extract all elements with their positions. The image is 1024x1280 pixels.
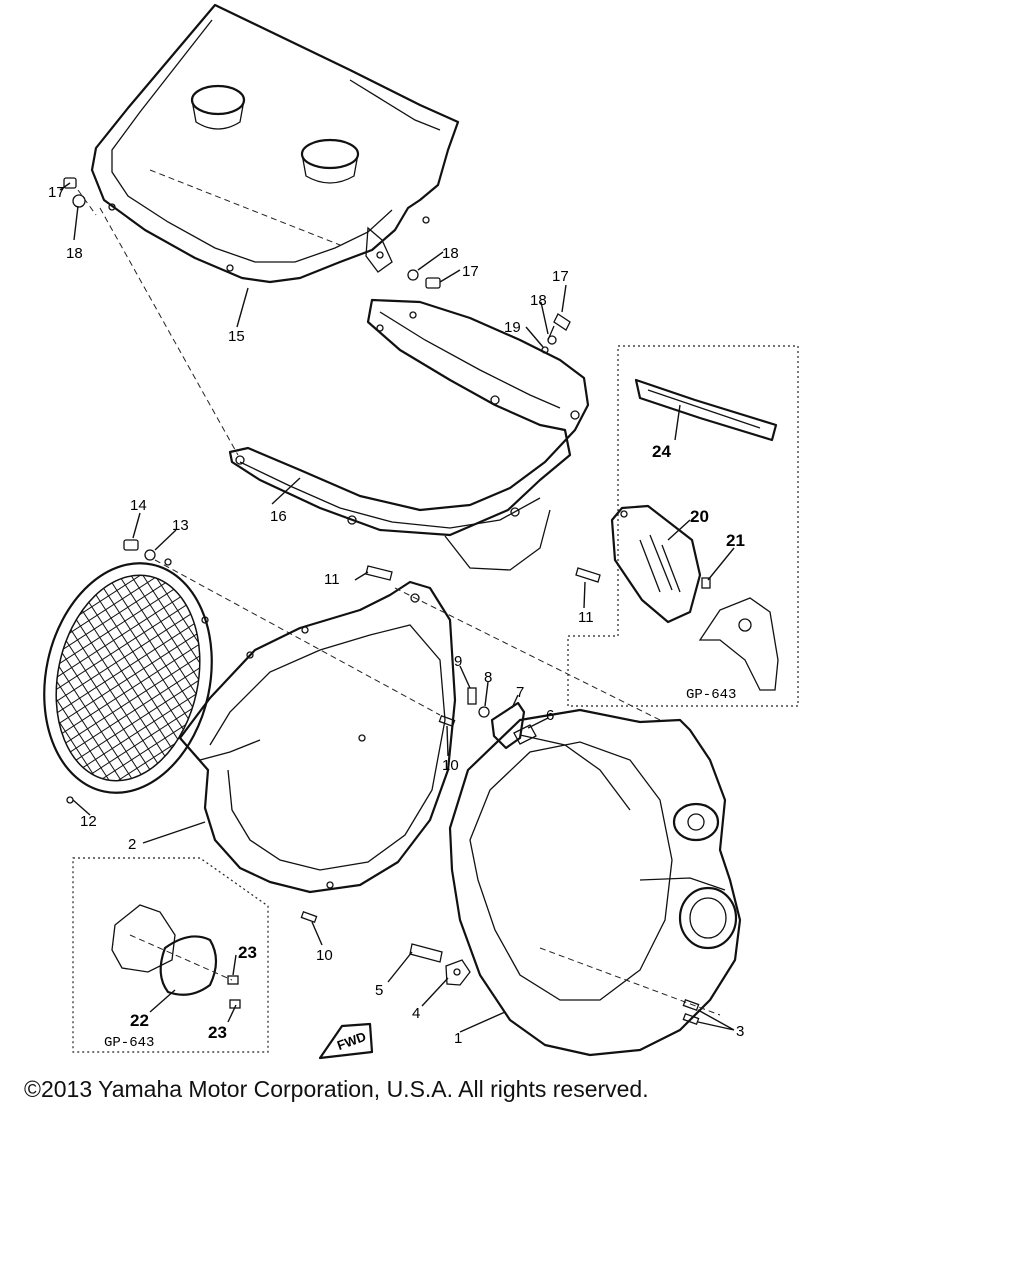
callout-2: 2 (128, 836, 136, 853)
callout-5: 5 (375, 982, 383, 999)
callout-18: 18 (66, 245, 83, 262)
callout-15: 15 (228, 328, 245, 345)
fastener-13-14 (123, 539, 441, 716)
callout-22: 22 (130, 1011, 149, 1030)
fasteners-4-5 (409, 943, 471, 986)
part-1-main-housing (448, 708, 742, 1057)
callout-21: 21 (726, 531, 745, 550)
fwd-label: FWD (335, 1029, 368, 1053)
callout-10: 10 (316, 947, 333, 964)
callout-10: 10 (442, 757, 459, 774)
callout-4: 4 (412, 1005, 420, 1022)
callout-13: 13 (172, 517, 189, 534)
callout-11: 11 (578, 609, 594, 626)
fastener-11 (365, 565, 393, 581)
callout-1: 1 (454, 1030, 462, 1047)
leader-lines (59, 182, 735, 1033)
callout-6: 6 (546, 707, 554, 724)
callout-17: 17 (552, 268, 569, 285)
callout-14: 14 (130, 497, 147, 514)
callout-23: 23 (238, 943, 257, 962)
callout-18: 18 (530, 292, 547, 309)
callout-19: 19 (504, 319, 521, 336)
callout-12: 12 (80, 813, 97, 830)
callout-18: 18 (442, 245, 459, 262)
exploded-parts-diagram: FWD 17 18 15 (43, 3, 799, 1060)
pins-10 (300, 714, 456, 924)
callouts: 17 18 15 18 17 17 18 19 24 16 14 13 20 2… (48, 184, 745, 1051)
parts-6-9-bracket (467, 687, 537, 750)
fastener-17-18-right (407, 269, 441, 289)
copyright-notice: ©2013 Yamaha Motor Corporation, U.S.A. A… (24, 1076, 649, 1102)
callout-24: 24 (652, 442, 671, 461)
part-16-lower-shroud (99, 207, 590, 571)
callout-8: 8 (484, 669, 492, 686)
inset-box-bottom-left (72, 857, 269, 1053)
callout-7: 7 (516, 684, 524, 701)
callout-11: 11 (324, 571, 340, 588)
box-label-bottom-left: GP-643 (104, 1035, 154, 1051)
part-12-mesh-screen (43, 558, 213, 804)
callout-3: 3 (736, 1023, 744, 1040)
pins-3 (682, 998, 700, 1026)
callout-9: 9 (454, 653, 462, 670)
callout-20: 20 (690, 507, 709, 526)
callout-17: 17 (462, 263, 479, 280)
callout-23: 23 (208, 1023, 227, 1042)
part-2-fan-shroud (178, 580, 661, 894)
fastener-17-18-left (63, 177, 97, 216)
box-label-top-right: GP-643 (686, 687, 736, 703)
callout-16: 16 (270, 508, 287, 525)
callout-17: 17 (48, 184, 65, 201)
inset-box-top-right (567, 345, 799, 707)
fastener-17-18-19 (541, 313, 571, 354)
fwd-arrow-icon: FWD (318, 1022, 374, 1060)
part-15-upper-shroud (90, 3, 460, 284)
